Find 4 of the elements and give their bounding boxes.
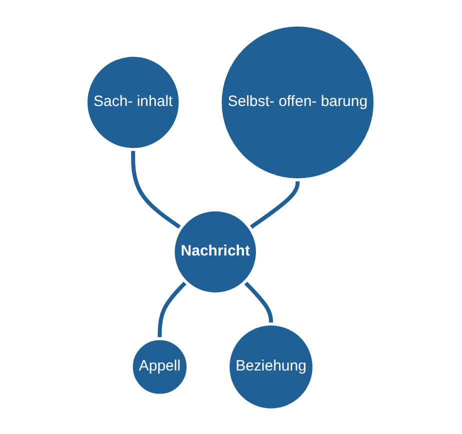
connector xyxy=(249,179,300,230)
connector xyxy=(244,280,274,324)
connector xyxy=(158,280,188,338)
connector xyxy=(132,149,182,230)
